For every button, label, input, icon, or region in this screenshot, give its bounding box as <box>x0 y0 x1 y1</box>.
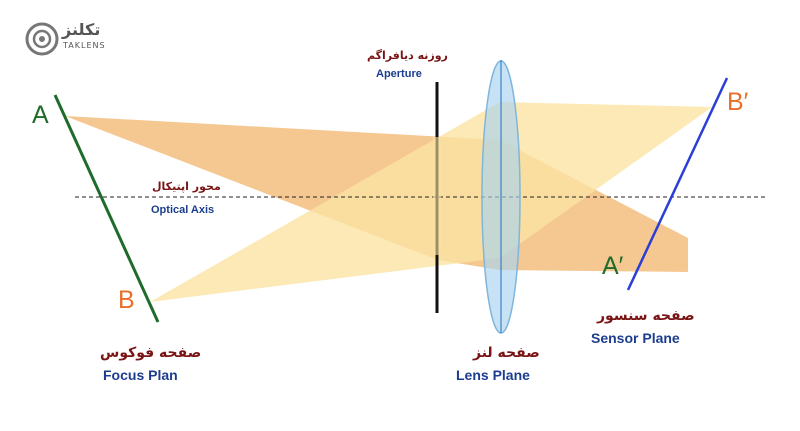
point-b-label: B <box>118 286 135 314</box>
sensor-plane-line <box>626 77 729 291</box>
point-a-label: A <box>32 101 49 129</box>
aperture-label-fa: روزنه دیافراگم <box>367 49 448 62</box>
point-b-prime-label: B′ <box>727 88 749 116</box>
aperture-label-en: Aperture <box>376 68 422 80</box>
optical-axis-label-en: Optical Axis <box>151 204 215 216</box>
logo-persian: تکلنز <box>62 20 101 39</box>
focus-plane-line <box>53 94 160 323</box>
ray-cone-b <box>150 102 712 302</box>
optical-axis-label-fa: محور اپتیکال <box>152 180 221 193</box>
logo-latin: TAKLENS <box>63 41 106 50</box>
sensor-plane-label-en: Sensor Plane <box>591 330 680 346</box>
lens-plane-label-fa: صفحه لنز <box>473 345 540 361</box>
point-a-prime-label: A′ <box>602 252 624 280</box>
sensor-plane-label-fa: صفحه سنسور <box>597 308 695 324</box>
aperture-opening <box>433 137 441 255</box>
lens-plane-label-en: Lens Plane <box>456 367 530 383</box>
focus-plane-label-en: Focus Plan <box>103 367 178 383</box>
logo-icon <box>25 22 59 56</box>
focus-plane-label-fa: صفحه فوکوس <box>100 345 202 361</box>
